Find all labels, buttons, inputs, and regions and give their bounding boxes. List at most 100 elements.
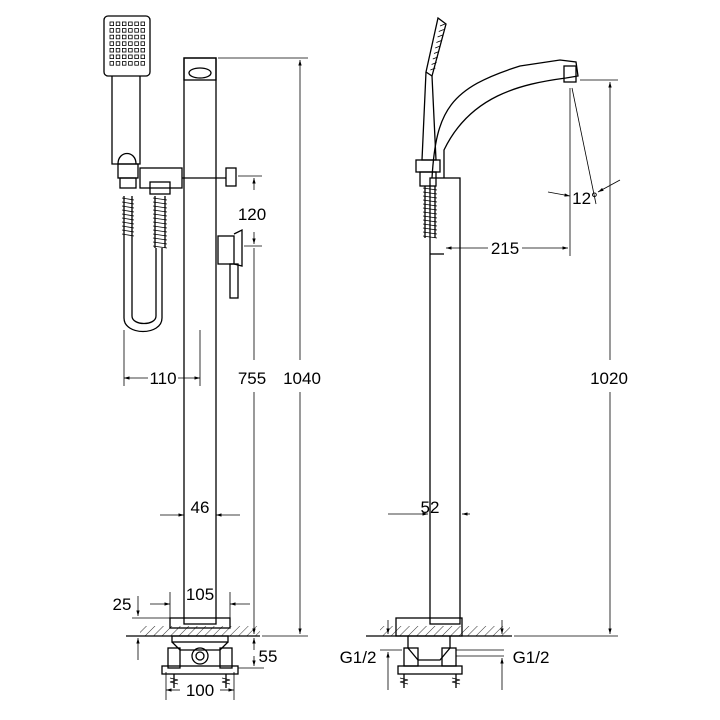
nozzle-grid <box>109 21 145 66</box>
head-tooth <box>437 34 443 38</box>
hose-rib <box>152 213 168 217</box>
nozzle <box>140 48 145 53</box>
hose-rib <box>152 209 168 213</box>
dim-column-width: 46 <box>191 498 210 517</box>
side-shower-head <box>415 16 447 187</box>
nozzle <box>122 61 127 66</box>
nozzle <box>128 21 133 26</box>
hose-rib <box>152 225 168 229</box>
nozzle <box>115 48 121 53</box>
nozzle <box>128 54 133 59</box>
nozzle <box>109 48 114 53</box>
dim-arm-width: 110 <box>149 369 176 388</box>
spout <box>431 59 579 179</box>
nozzle <box>140 54 145 59</box>
side-view: 215 12° 1020 52 G1/2 G1/2 <box>340 16 628 690</box>
dim-spout-reach: 215 <box>491 239 519 258</box>
head-tooth <box>431 62 437 65</box>
side-base <box>366 617 512 688</box>
nozzle <box>115 28 121 33</box>
nozzle <box>128 61 133 66</box>
dim-handle-height: 755 <box>238 369 266 388</box>
nozzle <box>122 41 127 46</box>
hand-shower-head <box>103 15 151 189</box>
dim-mount-width: 100 <box>186 681 214 700</box>
hose-rib <box>152 241 168 245</box>
mixer-handle <box>217 228 243 299</box>
nozzle <box>134 34 139 40</box>
front-dimensions: 110 120 755 1040 46 <box>113 57 321 700</box>
nozzle <box>109 28 114 33</box>
hose-rib <box>152 205 168 209</box>
hose-ribs <box>121 197 168 249</box>
hose-rib <box>121 221 135 225</box>
dim-inlet-right: G1/2 <box>513 648 550 667</box>
nozzle <box>109 61 114 66</box>
nozzle <box>115 41 121 46</box>
shower-hose <box>121 196 168 332</box>
hose-rib <box>152 201 168 205</box>
nozzle <box>122 21 127 26</box>
nozzle <box>134 41 139 46</box>
dim-mount-depth: 55 <box>259 647 278 666</box>
head-tooth <box>439 23 446 27</box>
dim-handle-drop: 120 <box>238 205 266 224</box>
dim-base-width: 105 <box>186 585 214 604</box>
front-view: 110 120 755 1040 46 <box>103 15 321 700</box>
hose-rib <box>152 245 168 249</box>
hose-rib <box>152 233 168 237</box>
hose-rib <box>152 197 168 201</box>
head-tooth <box>433 51 440 54</box>
dim-side-column-width: 52 <box>421 498 440 517</box>
hose-rib <box>152 221 168 225</box>
side-column <box>429 177 461 625</box>
nozzle <box>128 41 133 46</box>
head-tooth <box>438 29 444 32</box>
dim-spout-angle: 12° <box>572 189 598 208</box>
nozzle <box>134 28 139 33</box>
nozzle <box>140 61 145 66</box>
hose-rib <box>152 217 168 221</box>
hose-rib <box>121 217 135 221</box>
nozzle <box>122 54 127 59</box>
nozzle <box>128 34 133 40</box>
front-base <box>126 617 260 688</box>
nozzle <box>115 54 121 59</box>
head-tooth <box>430 67 436 71</box>
nozzle <box>109 34 114 40</box>
dim-total-height: 1040 <box>283 369 321 388</box>
nozzle <box>140 41 145 46</box>
hose-rib <box>152 229 168 233</box>
dim-spout-height: 1020 <box>590 369 628 388</box>
head-teeth <box>430 23 446 71</box>
nozzle <box>122 34 127 40</box>
head-tooth <box>436 40 442 43</box>
nozzle <box>128 28 133 33</box>
nozzle <box>115 21 121 26</box>
nozzle <box>109 41 114 46</box>
nozzle <box>122 28 127 33</box>
hose-rib <box>121 201 135 205</box>
hose-rib <box>121 213 135 217</box>
hose-rib <box>121 233 135 237</box>
head-tooth <box>432 56 438 60</box>
head-tooth <box>435 45 441 49</box>
nozzle <box>140 21 145 26</box>
front-column <box>183 57 217 625</box>
nozzle <box>115 61 121 66</box>
nozzle <box>134 48 139 53</box>
nozzle <box>134 61 139 66</box>
hose-rib <box>152 237 168 241</box>
nozzle <box>122 48 127 53</box>
dim-inlet-left: G1/2 <box>340 648 377 667</box>
hose-rib <box>121 205 135 209</box>
nozzle <box>115 34 121 40</box>
side-dimensions: 215 12° 1020 52 G1/2 G1/2 <box>340 79 628 690</box>
nozzle <box>134 21 139 26</box>
hose-rib <box>121 225 135 229</box>
dim-plate-thickness: 25 <box>113 595 132 614</box>
nozzle <box>109 54 114 59</box>
hose-rib <box>121 197 135 201</box>
